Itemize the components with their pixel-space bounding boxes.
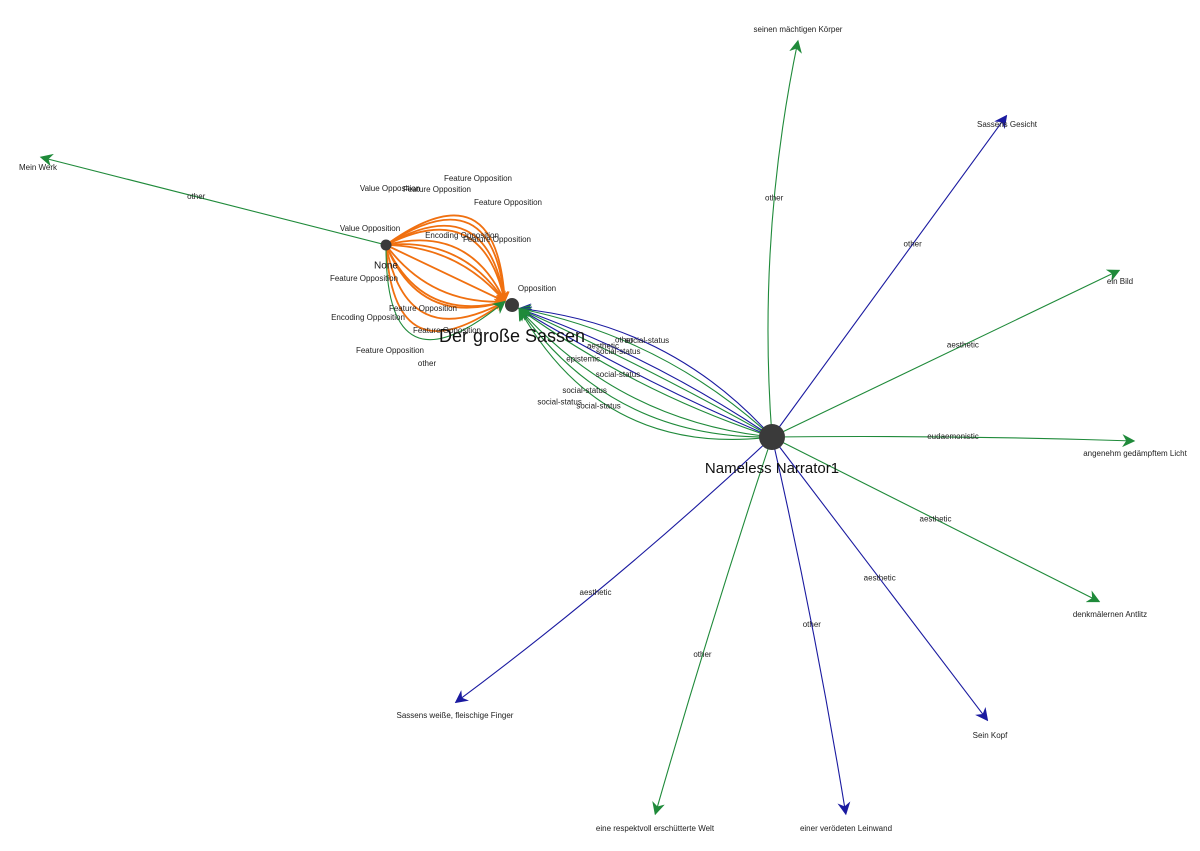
edge-label-0: other xyxy=(187,192,206,201)
edge-none-sassen-31 xyxy=(385,244,506,333)
edge-narrator-sassen-18 xyxy=(518,307,773,441)
edge-narrator-gesicht-2 xyxy=(771,114,1008,438)
edge-none-sassen-20 xyxy=(385,224,509,303)
edge-label-28: Feature Opposition xyxy=(389,304,457,313)
edge-none-sassen-28 xyxy=(385,244,506,308)
edge-label-32: other xyxy=(418,359,437,368)
edge-label-23: Value Opposition xyxy=(340,224,400,233)
node-label-kopf: Sein Kopf xyxy=(973,731,1008,740)
edge-label-20: Value Opposition xyxy=(360,184,420,193)
nodes-layer: Nameless Narrator1 Der große Sassen None Me… xyxy=(19,25,1188,833)
edge-narrator-finger-9 xyxy=(454,436,773,704)
node-label-finger: Sassens weiße, fleischige Finger xyxy=(397,711,514,720)
edge-none-sassen-22 xyxy=(385,228,509,303)
node-label-bild: ein Bild xyxy=(1107,277,1133,286)
node-label-sassen: Der große Sassen xyxy=(439,326,585,346)
edge-none-sassen-26 xyxy=(385,244,506,303)
node-sassen[interactable] xyxy=(505,298,519,312)
edge-label-26: Opposition xyxy=(518,284,556,293)
node-label-mein_werk: Mein Werk xyxy=(19,163,58,172)
edge-label-18: social-status xyxy=(537,397,581,406)
edge-label-1: other xyxy=(765,194,784,203)
edge-narrator-sassen-11 xyxy=(517,304,773,438)
edge-label-27: Feature Opposition xyxy=(330,274,398,283)
edge-none-sassen-30 xyxy=(385,244,506,310)
edge-label-31: Feature Opposition xyxy=(356,346,424,355)
edge-label-12: aesthetic xyxy=(587,342,619,351)
edge-narrator-sassen-16 xyxy=(518,307,773,438)
edge-label-22: Feature Opposition xyxy=(474,198,542,207)
edge-label-21: Feature Opposition xyxy=(403,185,471,194)
edge-narrator-koerper-1 xyxy=(767,39,802,438)
node-label-none: None xyxy=(374,261,398,272)
node-label-koerper: seinen mächtigen Körper xyxy=(754,25,843,34)
edge-label-8: other xyxy=(693,650,712,659)
edge-label-3: aesthetic xyxy=(947,340,979,349)
edge-none-mein_werk-0 xyxy=(39,153,387,246)
edge-none-sassen-29 xyxy=(385,244,506,320)
edge-none-sassen-19 xyxy=(385,214,510,303)
edge-label-4: eudaemonistic xyxy=(927,432,979,441)
node-none[interactable] xyxy=(380,239,392,251)
edge-narrator-sassen-15 xyxy=(518,307,773,438)
node-narrator[interactable] xyxy=(759,424,785,450)
edge-narrator-bild-3 xyxy=(771,269,1121,438)
edge-label-7: other xyxy=(803,620,822,629)
edge-narrator-sassen-14 xyxy=(518,307,773,438)
edge-label-11: other xyxy=(615,335,634,344)
node-label-gesicht: Sassens Gesicht xyxy=(977,120,1038,129)
node-label-licht: angenehm gedämpftem Licht xyxy=(1083,449,1187,458)
edge-label-10: social-status xyxy=(625,336,669,345)
edge-label-13: social-status xyxy=(596,347,640,356)
edge-narrator-sassen-17 xyxy=(518,307,773,438)
edge-none-sassen-24 xyxy=(385,243,506,303)
edge-label-15: social-status xyxy=(596,370,640,379)
edge-label-14: epistemic xyxy=(566,355,600,364)
edge-narrator-sassen-10 xyxy=(517,303,773,438)
edge-narrator-leinwand-7 xyxy=(771,436,851,816)
edge-label-25: Feature Opposition xyxy=(463,235,531,244)
edges-layer xyxy=(39,39,1136,816)
edge-none-sassen-25 xyxy=(385,239,506,303)
edge-narrator-welt-8 xyxy=(652,436,773,816)
node-label-narrator: Nameless Narrator1 xyxy=(705,460,839,477)
edge-label-5: aesthetic xyxy=(920,514,952,523)
node-label-welt: eine respektvoll erschütterte Welt xyxy=(596,824,715,833)
edge-label-17: social-status xyxy=(576,401,620,410)
edge-label-9: aesthetic xyxy=(580,588,612,597)
edge-narrator-sassen-12 xyxy=(517,306,773,438)
edge-label-6: aesthetic xyxy=(864,574,896,583)
edge-label-2: other xyxy=(904,239,923,248)
edge-label-19: Feature Opposition xyxy=(444,174,512,183)
edge-none-sassen-21 xyxy=(385,218,510,303)
node-label-antlitz: denkmälernen Antlitz xyxy=(1073,610,1147,619)
edge-label-29: Encoding Opposition xyxy=(331,313,405,322)
edge-label-30: Feature Opposition xyxy=(413,326,481,335)
edge-none-sassen-32 xyxy=(385,244,506,341)
edge-label-24: Encoding Opposition xyxy=(425,231,499,240)
edge-narrator-kopf-6 xyxy=(771,436,989,722)
edge-narrator-antlitz-5 xyxy=(771,436,1101,603)
edge-label-16: social-status xyxy=(562,386,606,395)
edge-narrator-licht-4 xyxy=(771,434,1136,448)
node-label-leinwand: einer verödeten Leinwand xyxy=(800,824,892,833)
edge-narrator-sassen-13 xyxy=(517,307,773,438)
edge-none-sassen-23 xyxy=(385,244,506,303)
